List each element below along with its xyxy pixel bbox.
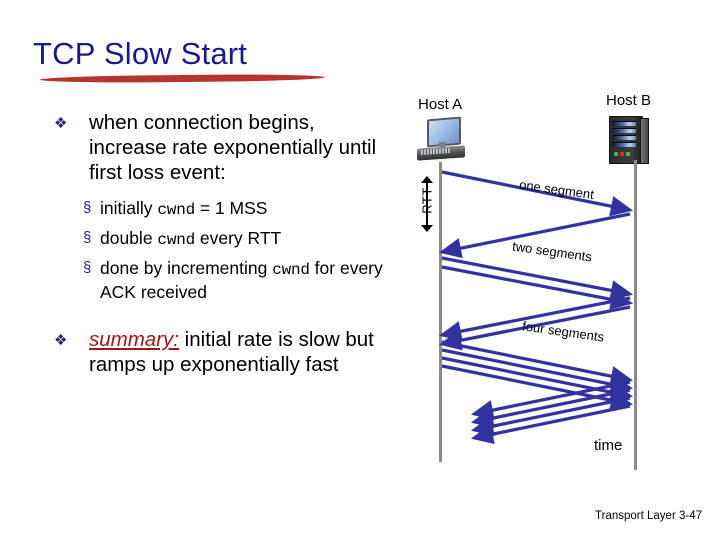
desktop-computer-icon [415, 116, 467, 162]
server-tower-icon [609, 116, 649, 164]
sub-bullet-double-pre: double [100, 228, 158, 248]
segment-arrow-r3-3 [441, 356, 634, 403]
segment-arrow-r2-1 [441, 256, 634, 301]
rtt-line [426, 180, 428, 228]
diamond-bullet-icon: ❖ [54, 115, 68, 132]
sub-bullet-list: § initially cwnd = 1 MSS § double cwnd e… [50, 197, 390, 303]
ack-arrow-r1-1 [438, 212, 631, 259]
bullet-main: ❖ when connection begins, increase rate … [50, 110, 390, 185]
title-underline-stroke [39, 73, 326, 84]
host-a-timeline [439, 162, 442, 462]
summary-keyword: summary: [89, 328, 179, 351]
segment-arrow-r3-1 [441, 340, 634, 387]
sub-bullet-initially: § initially cwnd = 1 MSS [83, 197, 390, 221]
diamond-bullet-icon: ❖ [54, 332, 68, 349]
ack-arrow-r2-2 [438, 305, 631, 351]
square-bullet-icon: § [83, 259, 92, 276]
server-drive-bay [612, 128, 636, 133]
square-bullet-icon: § [83, 199, 92, 216]
sub-bullet-increment-post: for every ACK received [100, 258, 383, 302]
rtt-bracket: RTT [416, 176, 438, 232]
sub-bullet-double-code: cwnd [157, 231, 196, 249]
page-title: TCP Slow Start [33, 36, 248, 71]
sub-bullet-double: § double cwnd every RTT [83, 227, 390, 251]
host-b-timeline [634, 160, 637, 470]
ack-arrow-r3-2 [470, 388, 631, 429]
ack-arrow-r2-1 [438, 296, 631, 342]
monitor-stand [439, 142, 446, 147]
segment-arrow-r3-4 [441, 364, 634, 411]
server-led-green [614, 152, 618, 156]
host-b-label: Host B [606, 92, 652, 109]
sub-bullet-double-post: every RTT [195, 228, 282, 248]
slow-start-sequence-diagram: Host A Host B RTT [398, 92, 720, 472]
rtt-arrow-up-icon [421, 176, 433, 183]
sub-bullet-initially-post: = 1 MSS [195, 198, 268, 218]
ack-arrow-r3-1 [470, 380, 631, 421]
server-led-red [620, 152, 624, 156]
segment-arrow-r3-2 [441, 348, 634, 395]
server-led-green [626, 152, 630, 156]
sub-bullet-initially-pre: initially [100, 198, 158, 218]
square-bullet-icon: § [83, 229, 92, 246]
server-drive-bay [612, 121, 636, 126]
summary-text: initial rate is slow but ramps up expone… [89, 328, 374, 376]
bullet-main-text: when connection begins, increase rate ex… [89, 111, 377, 184]
sub-bullet-increment-pre: done by incrementing [100, 258, 273, 278]
ack-arrow-r3-3 [470, 396, 631, 437]
sub-bullet-increment-code: cwnd [272, 261, 310, 279]
segment-arrows [438, 170, 634, 445]
sub-bullet-increment: § done by incrementing cwnd for every AC… [83, 257, 390, 303]
segment-arrow-r1-1 [441, 170, 634, 217]
bullet-summary: ❖ summary: initial rate is slow but ramp… [50, 327, 390, 377]
server-side-panel [640, 118, 649, 164]
ack-arrow-r3-4 [470, 404, 631, 445]
body-content: ❖ when connection begins, increase rate … [50, 110, 390, 377]
host-a-label: Host A [418, 96, 463, 113]
title-block: TCP Slow Start [33, 36, 326, 84]
segment-arrow-r2-2 [441, 265, 634, 310]
rtt-arrow-down-icon [421, 225, 433, 232]
server-drive-bay [612, 142, 636, 147]
slide-footer: Transport Layer 3-47 [595, 510, 702, 522]
sub-bullet-initially-code: cwnd [157, 201, 195, 219]
server-drive-bay [612, 135, 636, 140]
time-axis-label: time [594, 437, 623, 454]
